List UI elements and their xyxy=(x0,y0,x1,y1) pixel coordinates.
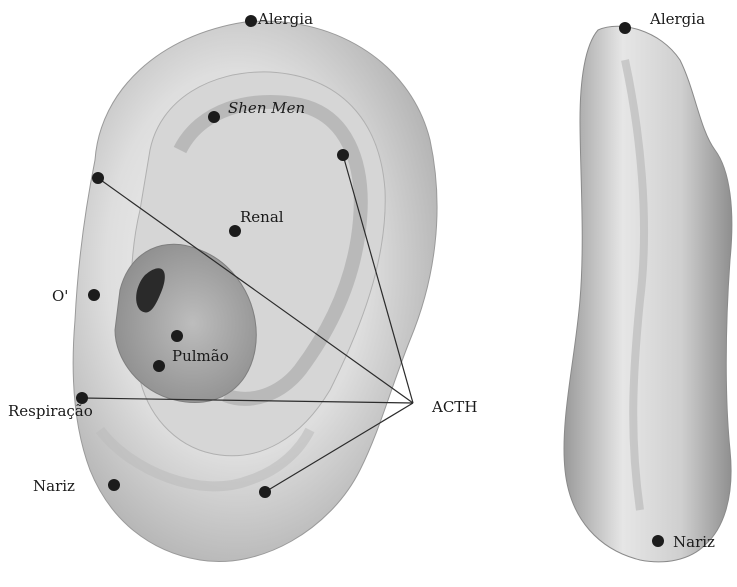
side-ear xyxy=(564,26,732,562)
point-alergia-side xyxy=(619,22,631,34)
label-nariz-side: Nariz xyxy=(673,533,715,551)
point-o-prime xyxy=(88,289,100,301)
point-pulmao xyxy=(153,360,165,372)
point-pulmao-upper xyxy=(171,330,183,342)
label-alergia-front: Alergia xyxy=(257,10,313,28)
point-renal xyxy=(229,225,241,237)
label-acth: ACTH xyxy=(431,398,477,416)
point-acth-lobe xyxy=(259,486,271,498)
side-ear-shape xyxy=(564,26,732,562)
point-nariz-side xyxy=(652,535,664,547)
label-nariz-front: Nariz xyxy=(33,477,75,495)
point-alergia-front xyxy=(245,15,257,27)
label-renal: Renal xyxy=(240,208,284,226)
point-shen-men xyxy=(208,111,220,123)
point-acth-upper xyxy=(337,149,349,161)
label-respiracao: Respiração xyxy=(8,402,93,420)
label-o-prime: O' xyxy=(52,287,68,305)
point-nariz-front xyxy=(108,479,120,491)
label-pulmao: Pulmão xyxy=(172,347,229,365)
label-alergia-side: Alergia xyxy=(649,10,705,28)
label-shen-men: Shen Men xyxy=(228,99,305,117)
point-acth-left xyxy=(92,172,104,184)
